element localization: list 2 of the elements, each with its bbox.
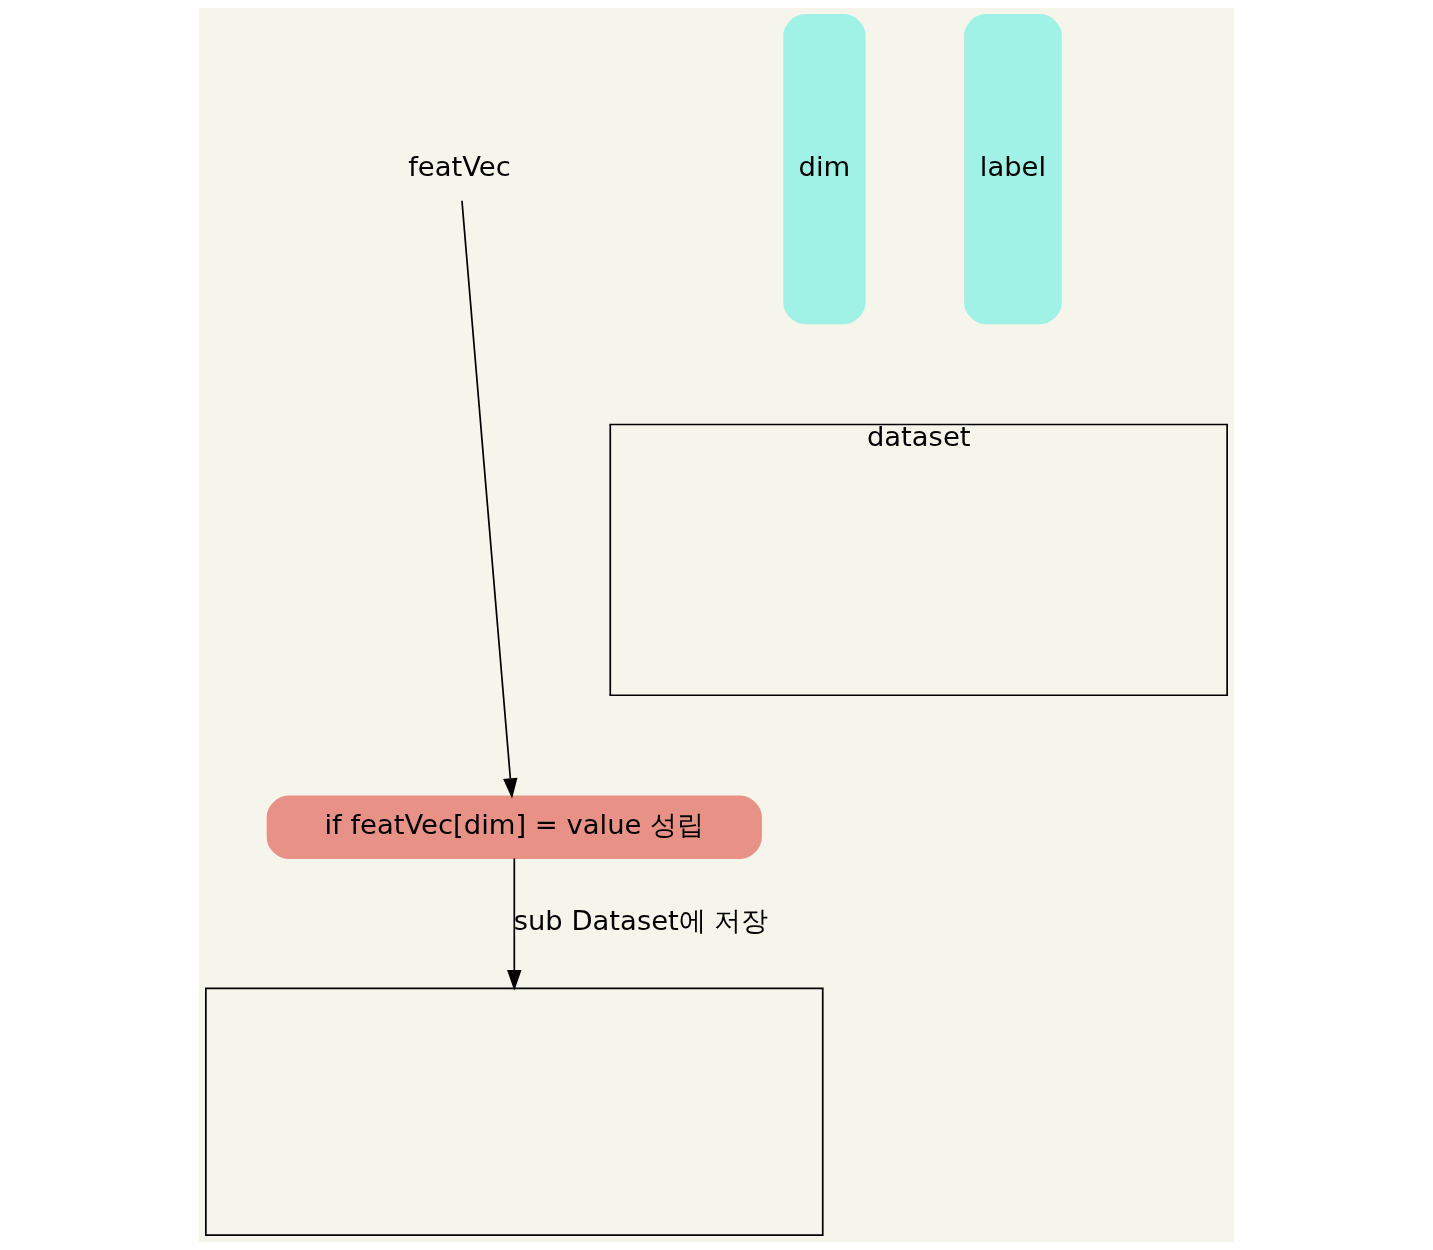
edge-label: sub Dataset에 저장 (513, 904, 769, 936)
node-text: featVec (408, 150, 511, 182)
